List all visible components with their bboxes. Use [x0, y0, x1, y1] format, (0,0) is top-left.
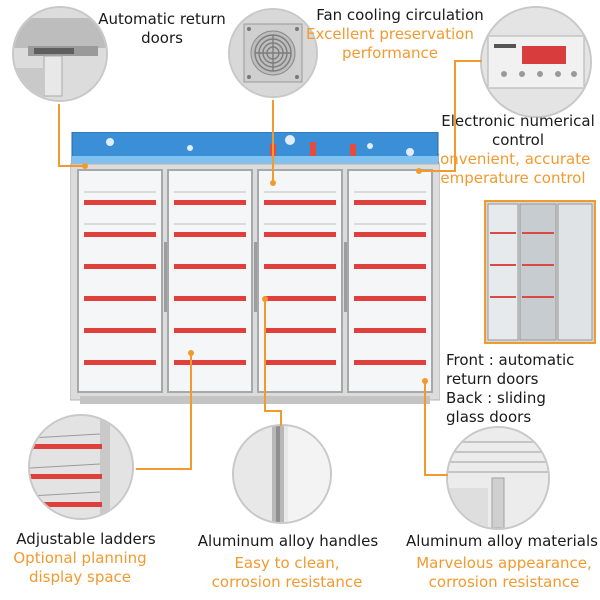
callout-line-control-v — [454, 60, 456, 172]
callout-dot-control — [416, 168, 422, 174]
sliding-door-photo — [484, 200, 596, 344]
fan-subtitle: Excellent preservation performance — [306, 25, 474, 62]
callout-line-control — [454, 60, 482, 62]
materials-subtitle: Marvelous appearance, corrosion resistan… — [416, 554, 592, 591]
callout-line-ladders-v — [190, 354, 192, 470]
materials-title: Aluminum alloy materials — [406, 532, 598, 550]
callout-line-materials — [424, 382, 426, 476]
callout-line-handles-v2 — [280, 410, 282, 426]
callout-dot-return-doors — [82, 163, 88, 169]
aluminum-materials-closeup — [446, 426, 550, 530]
return-doors-title: Automatic return doors — [98, 10, 226, 47]
aluminum-handles-closeup — [232, 424, 332, 524]
callout-line-handles — [264, 300, 266, 412]
handles-subtitle: Easy to clean, corrosion resistance — [211, 554, 363, 591]
callout-line-ladders — [136, 468, 192, 470]
callout-dot-materials — [422, 378, 428, 384]
callout-line-return-doors — [58, 104, 60, 166]
callout-line-control-h — [420, 170, 456, 172]
callout-line-handles-h — [264, 410, 282, 412]
refrigerator-cabinet — [70, 132, 440, 408]
callout-dot-fan — [270, 180, 276, 186]
callout-line-return-doors-h — [58, 165, 84, 167]
callout-dot-ladders — [188, 350, 194, 356]
control-subtitle: Convenient, accurate temperature control — [429, 150, 591, 187]
ladders-title: Adjustable ladders — [16, 530, 156, 548]
handles-title: Aluminum alloy handles — [197, 532, 379, 550]
door-hinge-closeup — [12, 6, 108, 102]
front-doors-text: Front : automatic return doors — [446, 351, 575, 388]
callout-dot-handles — [262, 296, 268, 302]
callout-line-fan — [272, 100, 274, 182]
fan-closeup — [228, 8, 318, 98]
back-doors-text: Back : sliding glass doors — [446, 389, 546, 426]
fan-title: Fan cooling circulation — [316, 6, 484, 24]
ladders-subtitle: Optional planning display space — [13, 549, 147, 586]
adjustable-ladders-closeup — [28, 414, 134, 520]
control-title: Electronic numerical control — [441, 112, 595, 149]
callout-line-materials-h — [424, 474, 448, 476]
controller-closeup — [480, 6, 592, 118]
